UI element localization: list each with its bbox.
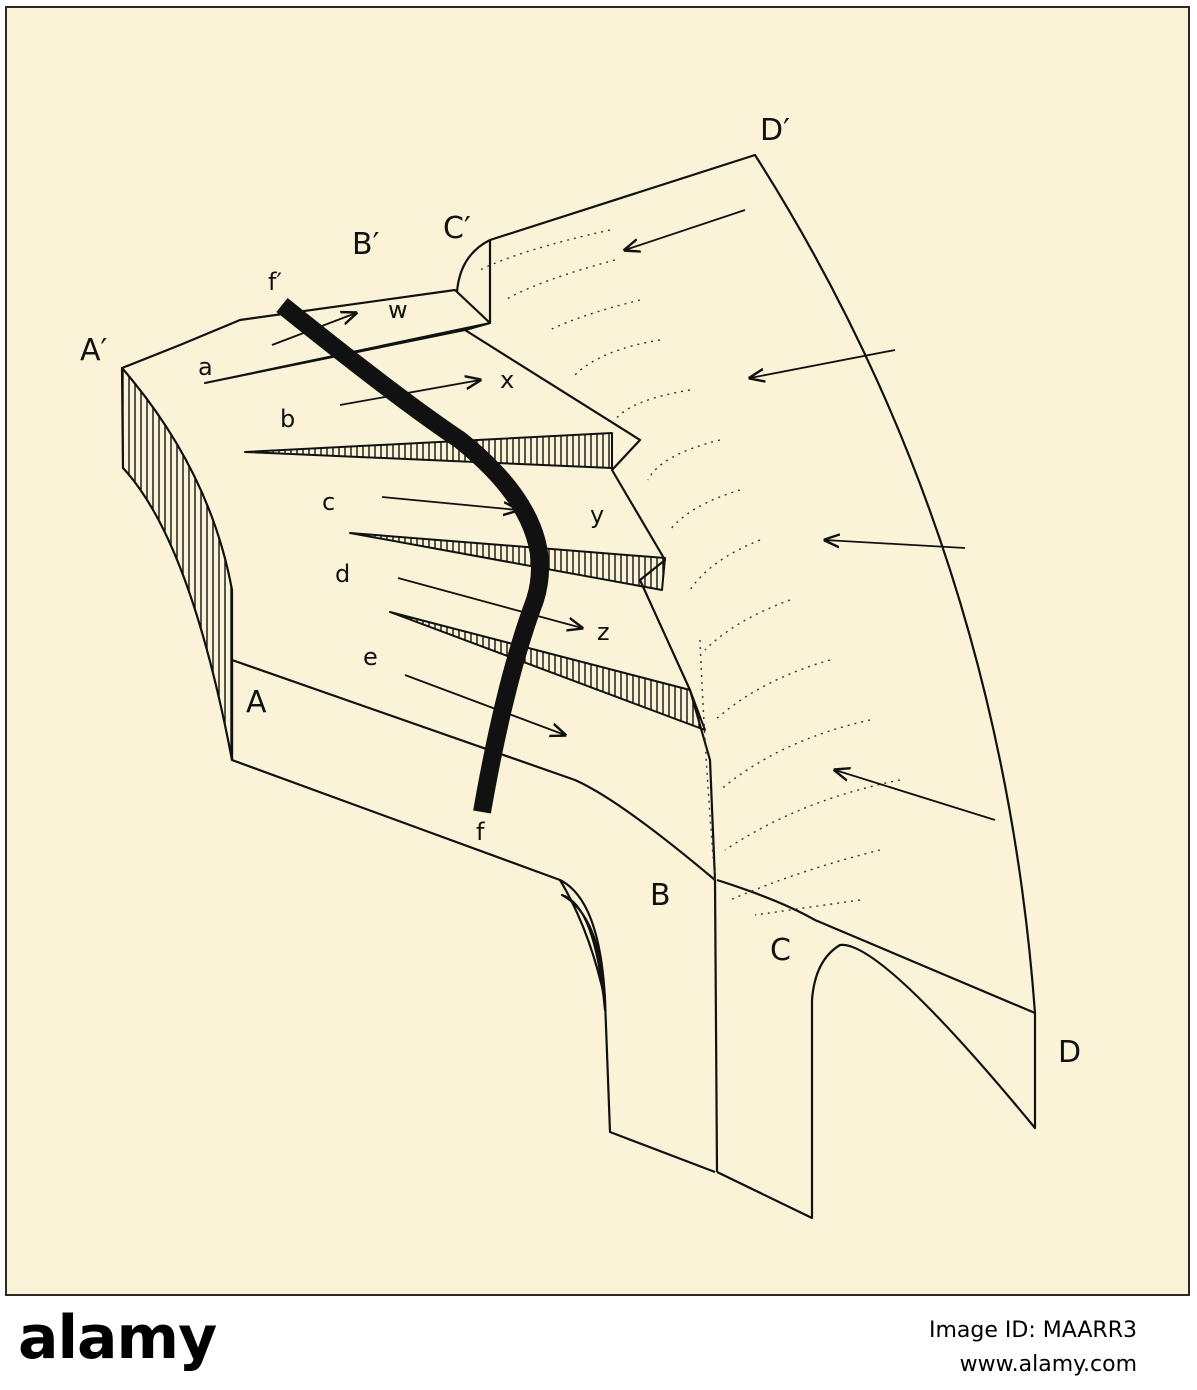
move-arrow-e [404,674,565,735]
marker-band [276,297,549,814]
watermark-image-id: Image ID: MAARR3 [929,1318,1137,1343]
label-strip-f: f [476,818,485,846]
label-b: B [650,878,671,913]
label-w: w [388,296,408,324]
watermark-url: www.alamy.com [959,1352,1137,1377]
wedge-d [389,611,706,731]
dotted-flow-lines [479,229,901,916]
move-arrow-w [271,313,356,346]
flow-arrow-2 [750,349,896,378]
label-a-prime: A′ [80,333,108,368]
stem-hatch [560,893,607,1012]
move-arrow-y [381,496,518,510]
stem-bottom-right [716,878,1037,1220]
wedge-b [244,432,613,469]
flow-arrow-1 [625,209,746,250]
label-strip-c: c [322,488,335,516]
wedge-c [349,532,666,591]
label-x: x [500,366,514,394]
figure-frame [5,6,1190,1296]
move-arrow-x [339,380,480,406]
label-c: C [770,933,791,968]
label-strip-d: d [335,560,350,588]
label-strip-a: a [198,353,213,381]
label-b-prime: B′ [352,227,380,262]
right-face [455,153,1037,1014]
stem-center-line [713,879,719,1173]
label-d: D [1058,1035,1081,1070]
label-z: z [597,618,610,646]
flow-arrow-4 [835,770,996,821]
label-a: A [246,685,267,720]
label-c-prime: C′ [443,211,471,246]
flow-arrow-3 [825,540,966,549]
move-arrow-z [397,577,582,628]
front-edge-ab [230,658,716,881]
label-d-prime: D′ [760,113,790,148]
label-strip-b: b [280,405,295,433]
block-side-face [120,366,234,762]
label-y: y [590,501,604,529]
label-f-prime: f′ [268,268,282,296]
label-strip-e: e [363,643,378,671]
watermark-bar [0,1298,1197,1390]
watermark-logo: alamy [18,1303,217,1373]
